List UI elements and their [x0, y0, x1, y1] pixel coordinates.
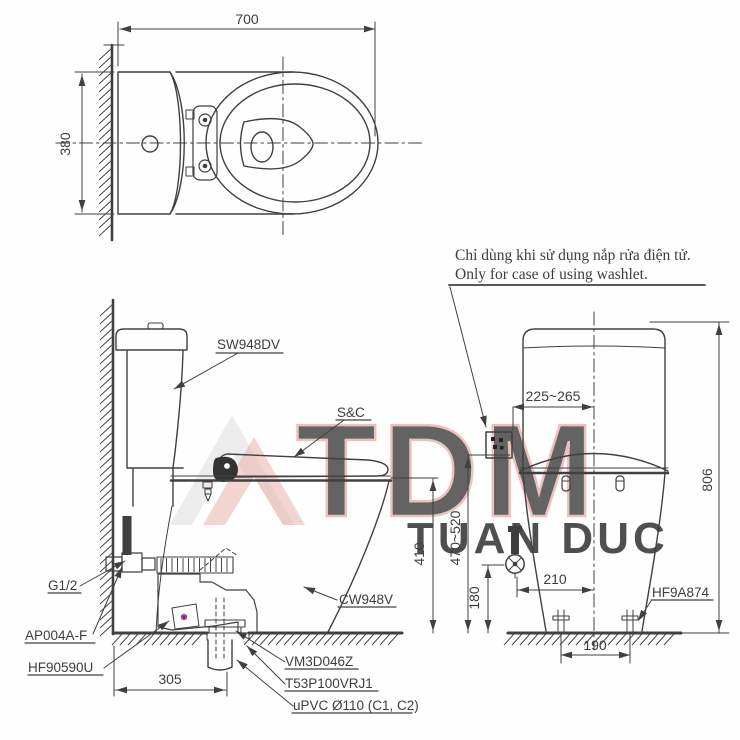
dimension-arrows [78, 25, 723, 694]
flush-button-plan [141, 135, 159, 153]
outlet-dot-4 [500, 446, 504, 450]
watermark-company-text: TUAN DUC [407, 514, 669, 563]
labels-and-dimensions: 700 380 Chỉ dùng khi sử dụng nắp rửa điệ… [25, 11, 715, 713]
watermark-triangle-red-cutout [225, 477, 283, 525]
bowl-sump [250, 131, 274, 163]
valve-stem-front [511, 532, 519, 554]
hinge-bolt-top [198, 113, 212, 127]
outlet-box [485, 431, 513, 459]
corrugated-hose [156, 556, 234, 574]
tank-front [172, 349, 184, 469]
top-view [55, 21, 423, 242]
dim-outlet-height: 470~520 [447, 510, 463, 565]
label-tank-model: SW948DV [217, 337, 280, 352]
body-left [522, 472, 547, 632]
hatching [98, 47, 675, 646]
dim-top-width: 700 [235, 11, 259, 27]
outlet-dot-1 [491, 437, 495, 441]
leader-hf90590u [103, 620, 170, 669]
leader-ap004af [92, 566, 123, 635]
leader-sw948dv [173, 352, 239, 390]
washlet-note [448, 284, 706, 428]
bowl-front-profile [327, 480, 390, 633]
seat-hinge-pin [223, 462, 231, 470]
trap-seal [171, 603, 200, 630]
dim-total-height: 806 [699, 468, 715, 492]
note-line-english: Only for case of using washlet. [455, 266, 648, 283]
watermark-logo-text: TDM [296, 397, 600, 544]
nozzle-body [202, 481, 213, 489]
hinge-bolt-bottom [198, 159, 212, 173]
dim-rim-height: 410 [411, 542, 427, 566]
label-outlet-part: T53P100VRJ1 [285, 676, 373, 691]
label-drain-pipe: uPVC Ø110 (C1, C2) [293, 698, 419, 713]
nozzle-tip [204, 493, 212, 502]
seal-marker-dot [182, 615, 186, 619]
valve-outlet [141, 557, 156, 571]
label-seat-model: S&C [337, 405, 365, 420]
hinge-bolt-bottom-dot [202, 163, 208, 169]
dim-outlet-offset: 225~265 [526, 388, 581, 404]
drawing-lines [24, 21, 730, 714]
hinge-bolt-top-dot [202, 117, 208, 123]
bowl-opening [239, 117, 314, 170]
outlet-dot-3 [493, 445, 497, 449]
hinge-tab-bottom [185, 166, 195, 177]
valve-cap-front [508, 526, 522, 532]
label-bowl-model: CW948V [339, 592, 393, 607]
flush-button-side [147, 322, 164, 330]
label-supply-thread: G1/2 [48, 578, 77, 593]
supply-pipe [122, 516, 132, 555]
dim-rough-in: 305 [158, 671, 182, 687]
watermark: TDM TUAN DUC [170, 396, 669, 563]
foot-bolt-right-cap [621, 615, 639, 621]
dim-supply-height: 180 [466, 586, 482, 610]
valve-body [121, 552, 143, 573]
seat-bolt-right [615, 475, 625, 492]
drain-pipe-bottom [207, 666, 233, 671]
outlet-dot-2 [499, 438, 503, 442]
dim-supply-offset: 210 [543, 571, 567, 587]
seat-hinge-dark [213, 456, 238, 482]
tank-lid-side [115, 328, 188, 351]
seat-bolt-left [561, 475, 571, 492]
dim-bolt-spacing: 190 [583, 637, 607, 653]
hinge-tab-top [185, 109, 195, 120]
label-trap-part: HF90590U [28, 660, 93, 675]
foot-bolt-left-cap [552, 615, 570, 621]
note-line-vietnamese: Chỉ dùng khi sử dụng nắp rửa điện tử. [455, 247, 691, 264]
label-bolt-cap: HF9A874 [652, 585, 710, 600]
hidden-trapway [199, 547, 239, 571]
label-stop-valve: AP004A-F [25, 628, 87, 643]
flange-lower [208, 626, 242, 634]
leader-upvc [236, 659, 294, 707]
note-leader [449, 286, 487, 428]
valve-center-dot [512, 561, 518, 567]
dim-top-depth: 380 [57, 132, 73, 156]
nozzle-mid [204, 488, 212, 495]
label-flange-part: VM3D046Z [285, 654, 353, 669]
bowl-back-profile [155, 505, 173, 633]
trap-outline [157, 573, 258, 634]
